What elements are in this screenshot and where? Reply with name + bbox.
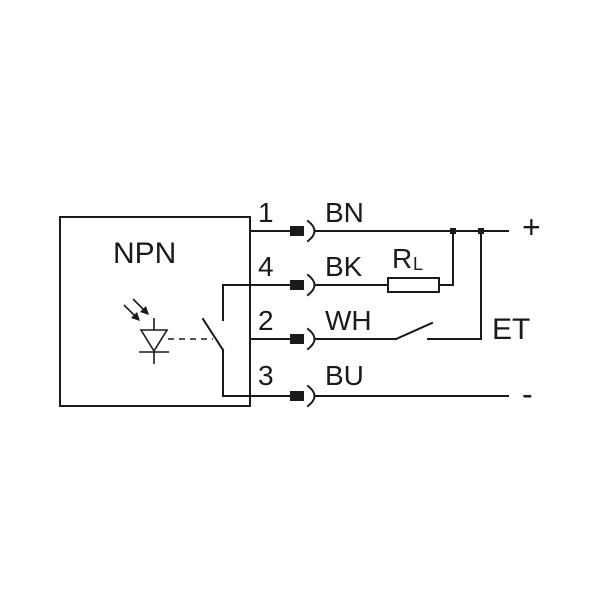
wire-color-bu: BU — [325, 360, 364, 391]
sensor-housing — [59, 216, 251, 407]
pin-number-3: 3 — [258, 360, 274, 391]
supply-positive-label: + — [522, 209, 541, 245]
wire-color-bn: BN — [325, 197, 364, 228]
test-switch-icon — [394, 321, 434, 341]
wire-load-to-supply — [438, 230, 454, 286]
connector-pin-2 — [290, 327, 316, 351]
connector-pin-1 — [290, 219, 316, 243]
wire-color-wh: WH — [325, 305, 372, 336]
sensor-type-label: NPN — [113, 237, 176, 270]
load-resistor-subscript: L — [413, 254, 423, 274]
wire-et — [427, 230, 482, 340]
pin-number-2: 2 — [258, 305, 274, 336]
connector-pin-4 — [290, 273, 316, 297]
led-icon — [123, 298, 169, 364]
load-resistor — [387, 277, 440, 293]
output-switch-icon — [201, 284, 225, 397]
load-resistor-label: R — [392, 243, 412, 274]
pin-number-1: 1 — [258, 197, 274, 228]
pin-number-4: 4 — [258, 251, 274, 282]
wire-color-bk: BK — [325, 251, 363, 282]
connector-pin-3 — [290, 384, 316, 408]
supply-negative-label: - — [522, 376, 533, 412]
test-input-label: ET — [492, 313, 530, 346]
